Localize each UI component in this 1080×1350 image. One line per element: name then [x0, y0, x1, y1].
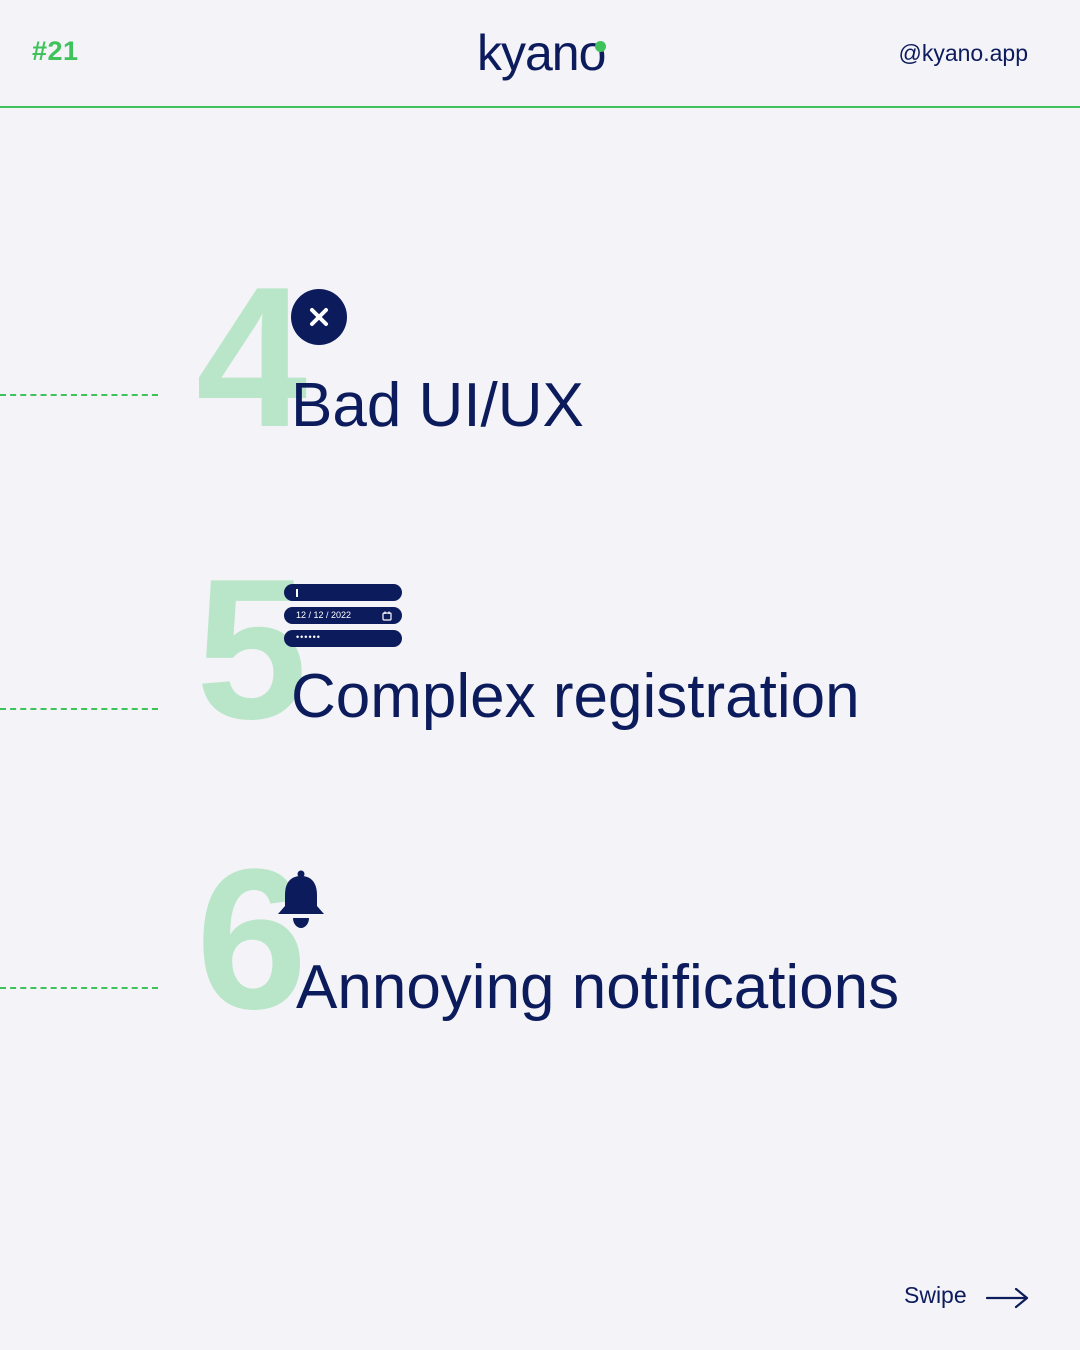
bell-icon [278, 870, 324, 928]
logo-dot [595, 41, 607, 52]
date-value: 12 / 12 / 2022 [296, 610, 352, 620]
close-circle-icon [291, 289, 347, 345]
form-password-field: •••••• [284, 630, 402, 647]
calendar-icon [382, 611, 392, 621]
password-mask: •••••• [296, 632, 321, 642]
item-number: 5 [196, 538, 308, 761]
dashed-connector [0, 394, 158, 396]
form-text-field [284, 584, 402, 601]
item-label: Bad UI/UX [291, 371, 584, 440]
item-number: 6 [196, 828, 308, 1051]
dashed-connector [0, 708, 158, 710]
kyano-logo: kyano [477, 18, 607, 88]
item-number: 4 [196, 246, 308, 469]
item-label: Annoying notifications [296, 953, 900, 1022]
form-icon: 12 / 12 / 2022 •••••• [284, 584, 404, 648]
item-label: Complex registration [291, 662, 860, 731]
arrow-right-icon [986, 1287, 1029, 1309]
logo-text: kyano [477, 25, 606, 81]
post-number: #21 [32, 36, 79, 66]
header: #21 kyano @kyano.app [0, 0, 1080, 108]
form-date-field: 12 / 12 / 2022 [284, 607, 402, 624]
dashed-connector [0, 987, 158, 989]
text-cursor-icon [296, 589, 298, 597]
swipe-label: Swipe [904, 1282, 967, 1308]
social-handle: @kyano.app [898, 40, 1029, 66]
